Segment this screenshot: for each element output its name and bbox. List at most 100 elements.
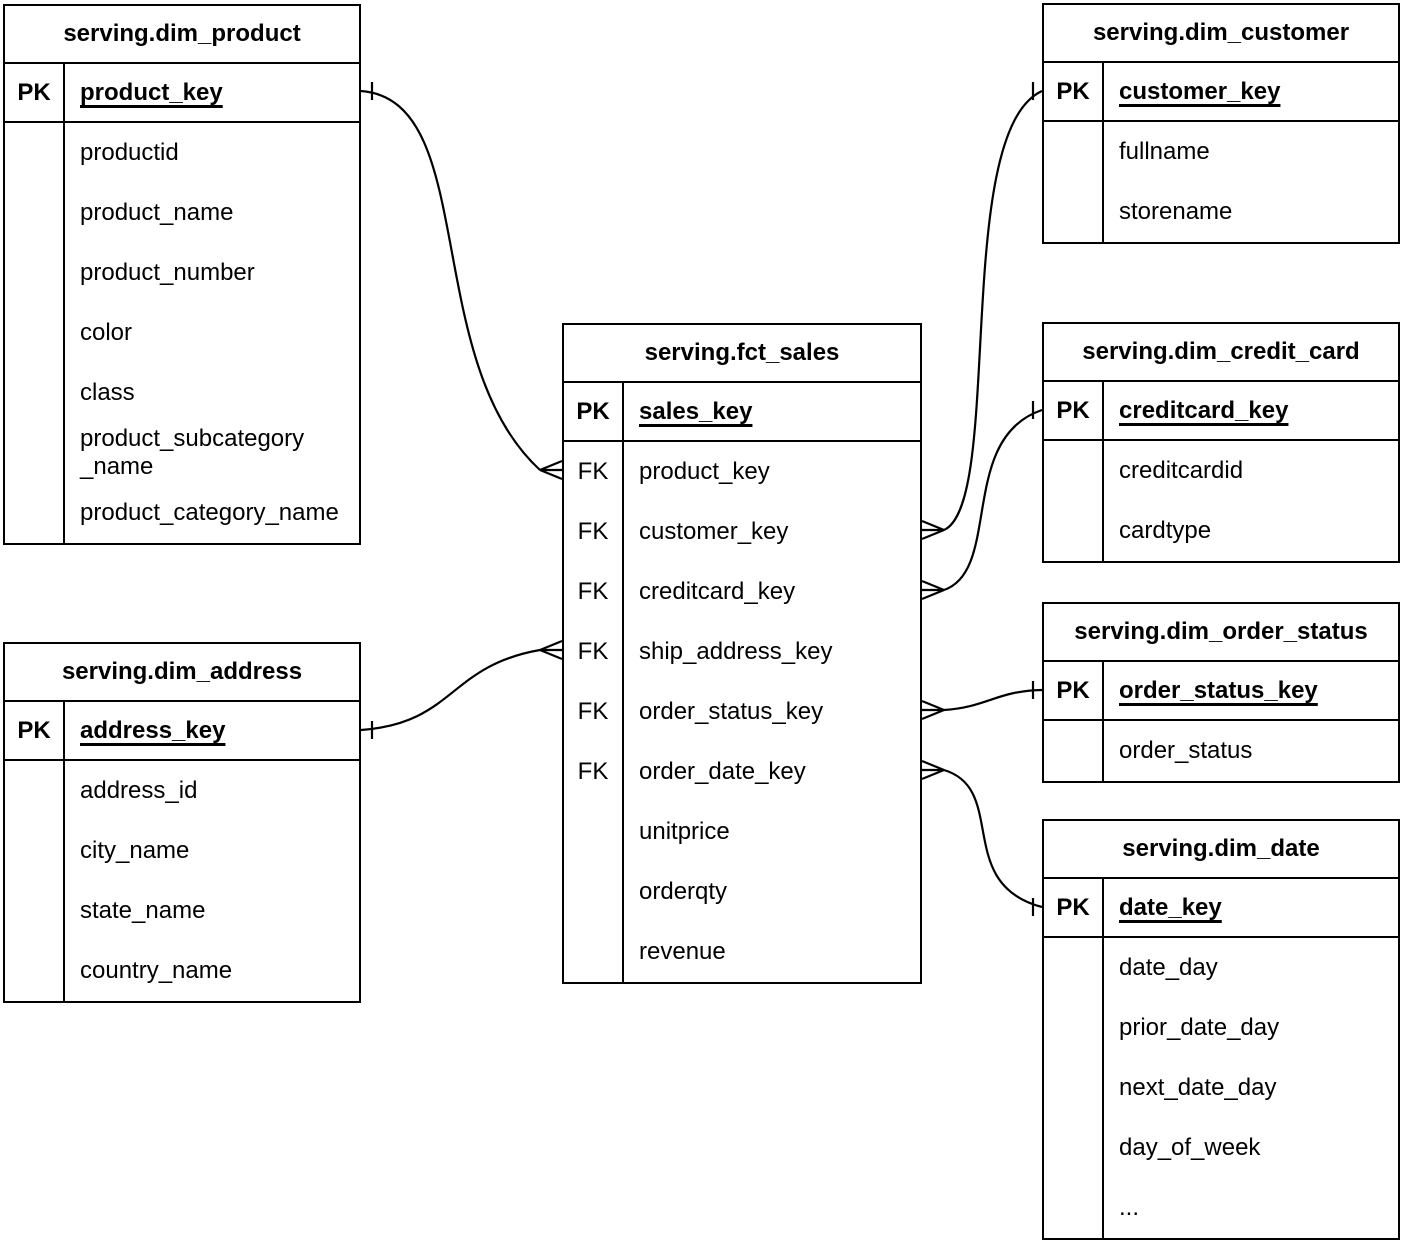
primary-key-field: customer_key [1119, 77, 1281, 105]
field-name: order_date_key [639, 758, 806, 785]
field-name: creditcardid [1119, 457, 1244, 484]
relationship-fct-sales-dim-credit-card [921, 401, 1043, 601]
primary-key-field: sales_key [639, 397, 753, 425]
table-row: revenue [564, 922, 920, 982]
relationship-fct-sales-dim-customer [921, 82, 1043, 541]
field-name: product_key [639, 458, 770, 485]
key-badge [5, 881, 65, 941]
table-row: product_number [5, 243, 359, 303]
table-body: order_status [1044, 721, 1398, 781]
field-name: fullname [1119, 138, 1210, 165]
table-title: serving.dim_order_status [1044, 604, 1398, 662]
crow-foot-many-marker [539, 639, 563, 661]
relationship-fct-sales-dim-date [921, 759, 1043, 916]
pk-badge: PK [564, 383, 624, 440]
pk-badge: PK [5, 702, 65, 759]
pk-badge: PK [1044, 63, 1104, 120]
fk-badge: FK [564, 622, 624, 682]
entity-table-dim-customer: serving.dim_customer PK customer_key ful… [1042, 3, 1400, 244]
key-badge [1044, 998, 1104, 1058]
field-name: address_id [80, 777, 198, 804]
table-row: next_date_day [1044, 1058, 1398, 1118]
crow-foot-many-marker [539, 459, 563, 481]
key-badge [5, 821, 65, 881]
primary-key-row: PK sales_key [564, 383, 920, 442]
field-name: product_category_name [80, 499, 339, 526]
key-badge [5, 303, 65, 363]
key-badge [1044, 1058, 1104, 1118]
key-badge [5, 243, 65, 303]
relationship-line [943, 768, 1043, 909]
relationship-line [943, 90, 1043, 532]
relationship-fct-sales-dim-order-status [921, 681, 1043, 721]
key-badge [1044, 441, 1104, 501]
field-name: color [80, 319, 133, 346]
table-row: order_status [1044, 721, 1398, 781]
field-name: storename [1119, 198, 1233, 225]
table-row: prior_date_day [1044, 998, 1398, 1058]
table-row: creditcardid [1044, 441, 1398, 501]
crow-foot-many-marker [921, 699, 945, 721]
field-name: customer_key [639, 518, 789, 545]
pk-badge: PK [1044, 879, 1104, 936]
key-badge [5, 423, 65, 483]
key-badge [5, 183, 65, 243]
table-row: day_of_week [1044, 1118, 1398, 1178]
table-title: serving.dim_customer [1044, 5, 1398, 63]
primary-key-field: address_key [80, 716, 226, 744]
table-title: serving.fct_sales [564, 325, 920, 383]
key-badge [5, 363, 65, 423]
relationship-dim-address-fct-sales [360, 639, 563, 739]
primary-key-field: creditcard_key [1119, 396, 1289, 424]
table-row: ... [1044, 1178, 1398, 1238]
primary-key-row: PK customer_key [1044, 63, 1398, 122]
field-name: date_day [1119, 954, 1218, 981]
key-badge [1044, 501, 1104, 561]
table-row: unitprice [564, 802, 920, 862]
table-row: color [5, 303, 359, 363]
entity-table-fct-sales: serving.fct_sales PK sales_key FK product… [562, 323, 922, 984]
table-title: serving.dim_address [5, 644, 359, 702]
table-row: cardtype [1044, 501, 1398, 561]
field-name: product_subcategory_name [80, 425, 305, 480]
table-body: creditcardid cardtype [1044, 441, 1398, 561]
key-badge [1044, 938, 1104, 998]
crow-foot-many-marker [921, 519, 945, 541]
table-row: state_name [5, 881, 359, 941]
primary-key-field: order_status_key [1119, 676, 1318, 704]
key-badge [5, 123, 65, 183]
entity-table-dim-address: serving.dim_address PK address_key addre… [3, 642, 361, 1003]
field-name: ship_address_key [639, 638, 833, 665]
table-row: fullname [1044, 122, 1398, 182]
table-row: orderqty [564, 862, 920, 922]
table-row: product_name [5, 183, 359, 243]
field-name: productid [80, 139, 179, 166]
table-row: date_day [1044, 938, 1398, 998]
field-name: state_name [80, 897, 206, 924]
field-name: product_number [80, 259, 255, 286]
primary-key-row: PK order_status_key [1044, 662, 1398, 721]
table-row: product_subcategory_name [5, 423, 359, 483]
table-body: fullname storename [1044, 122, 1398, 242]
table-row: city_name [5, 821, 359, 881]
fk-badge: FK [564, 742, 624, 802]
key-badge [1044, 1178, 1104, 1238]
primary-key-row: PK address_key [5, 702, 359, 761]
field-name: next_date_day [1119, 1074, 1277, 1101]
table-row: FK ship_address_key [564, 622, 920, 682]
primary-key-field: date_key [1119, 893, 1222, 921]
key-badge [1044, 122, 1104, 182]
field-name: class [80, 379, 135, 406]
primary-key-field: product_key [80, 78, 223, 106]
field-name: ... [1119, 1194, 1140, 1221]
field-name: unitprice [639, 818, 730, 845]
pk-badge: PK [1044, 662, 1104, 719]
field-name: revenue [639, 938, 726, 965]
primary-key-row: PK product_key [5, 64, 359, 123]
field-name: order_status_key [639, 698, 824, 725]
table-title: serving.dim_credit_card [1044, 324, 1398, 382]
